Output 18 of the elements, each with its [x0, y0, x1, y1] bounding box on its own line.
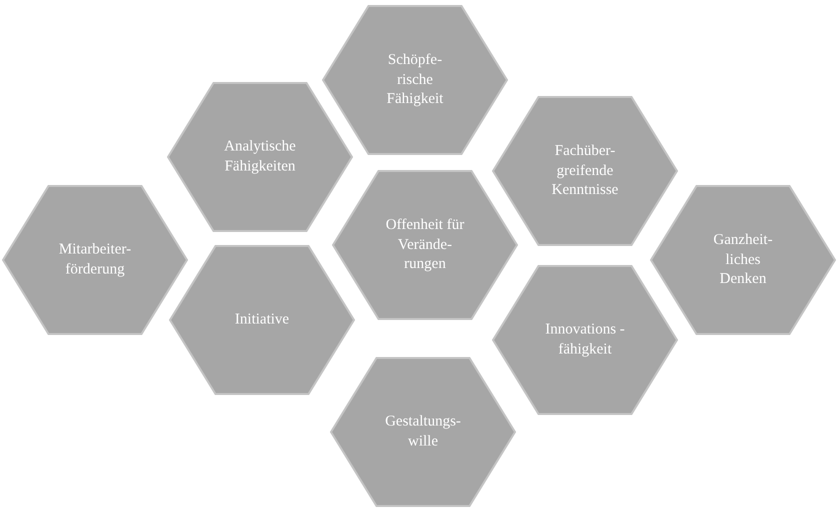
hexagon-label: Gestaltungs- wille [384, 412, 462, 451]
hexagon-label: Ganzheit- liches Denken [712, 230, 774, 289]
hexagon [169, 245, 355, 395]
hexagon [330, 357, 516, 507]
hexagon-label: Fachüber- greifende Kenntnisse [550, 142, 620, 200]
hexagon-label: Schöpfe- rische Fähigkeit [386, 50, 444, 109]
hexagon [492, 265, 678, 415]
hexagon-label: Mitarbeiter- förderung [58, 240, 132, 279]
hexagon [322, 5, 508, 155]
hexagon [492, 96, 678, 246]
hexagon-label: Initiative [234, 310, 290, 330]
hexagon [332, 170, 518, 320]
hexagon-label: Offenheit für Verände- rungen [384, 216, 466, 274]
hexagon-label: Analytische Fähigkeiten [223, 138, 297, 176]
hexagon-label: Innovations -fähigkeit [544, 320, 626, 359]
hexagon [650, 185, 836, 335]
hexagon [167, 82, 353, 232]
hexagon [2, 185, 188, 335]
